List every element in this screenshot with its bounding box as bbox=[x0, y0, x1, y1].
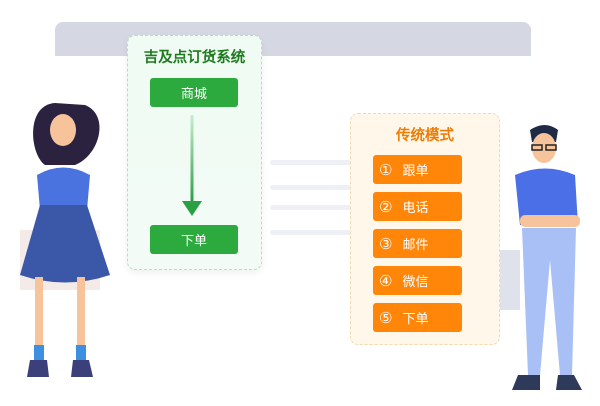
item-number: ③ bbox=[379, 234, 393, 253]
item-number: ⑤ bbox=[379, 308, 393, 327]
mall-step-button[interactable]: 商城 bbox=[150, 78, 238, 107]
background-line bbox=[270, 230, 360, 235]
system-panel-title: 吉及点订货系统 bbox=[143, 50, 246, 66]
woman-illustration bbox=[20, 103, 110, 377]
order-step-button[interactable]: 下单 bbox=[150, 225, 238, 254]
item-number: ④ bbox=[379, 271, 393, 290]
item-label: 下单 bbox=[402, 312, 429, 327]
traditional-item[interactable]: ⑤ 下单 bbox=[373, 303, 462, 332]
item-label: 邮件 bbox=[402, 238, 429, 253]
down-arrow-icon bbox=[182, 115, 202, 216]
traditional-item[interactable]: ④ 微信 bbox=[373, 266, 462, 295]
traditional-item[interactable]: ③ 邮件 bbox=[373, 229, 462, 258]
traditional-panel-title: 传统模式 bbox=[396, 128, 454, 144]
item-number: ② bbox=[379, 197, 393, 216]
item-label: 电话 bbox=[402, 201, 429, 216]
background-line bbox=[270, 185, 360, 190]
background-line bbox=[270, 160, 390, 165]
background-line bbox=[270, 205, 390, 210]
item-label: 跟单 bbox=[402, 164, 429, 179]
traditional-item[interactable]: ① 跟单 bbox=[373, 155, 462, 184]
man-illustration bbox=[490, 125, 582, 390]
traditional-item[interactable]: ② 电话 bbox=[373, 192, 462, 221]
item-label: 微信 bbox=[402, 275, 429, 290]
item-number: ① bbox=[379, 160, 393, 179]
